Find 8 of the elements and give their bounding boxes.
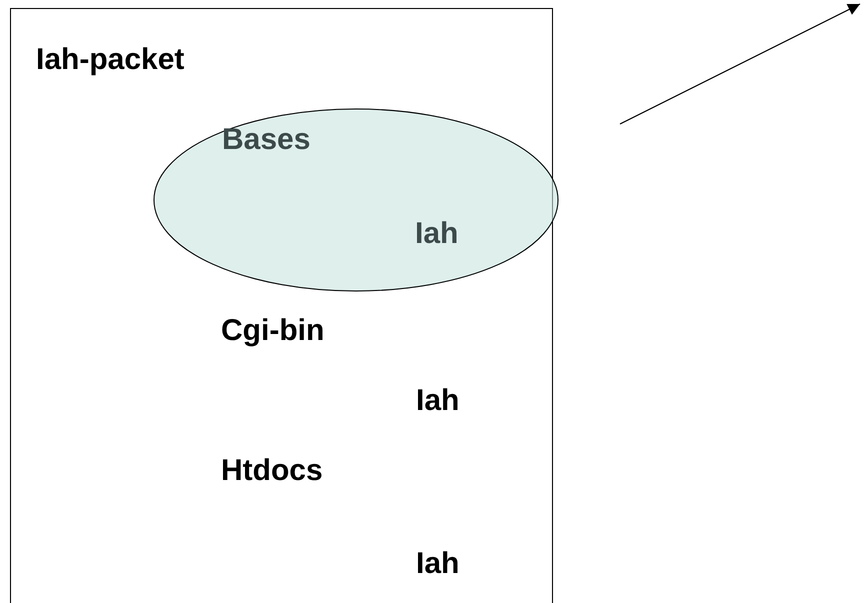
container-box xyxy=(10,8,553,603)
heading-text: Iah-packet xyxy=(36,43,184,77)
folder-label: Iah xyxy=(416,384,460,418)
folder-label: Iah xyxy=(416,547,460,581)
folder-label: Iah xyxy=(415,217,458,251)
folder-label: Cgi-bin xyxy=(221,314,324,348)
folder-label: Bases xyxy=(222,123,310,157)
folder-label: Htdocs xyxy=(221,454,323,488)
